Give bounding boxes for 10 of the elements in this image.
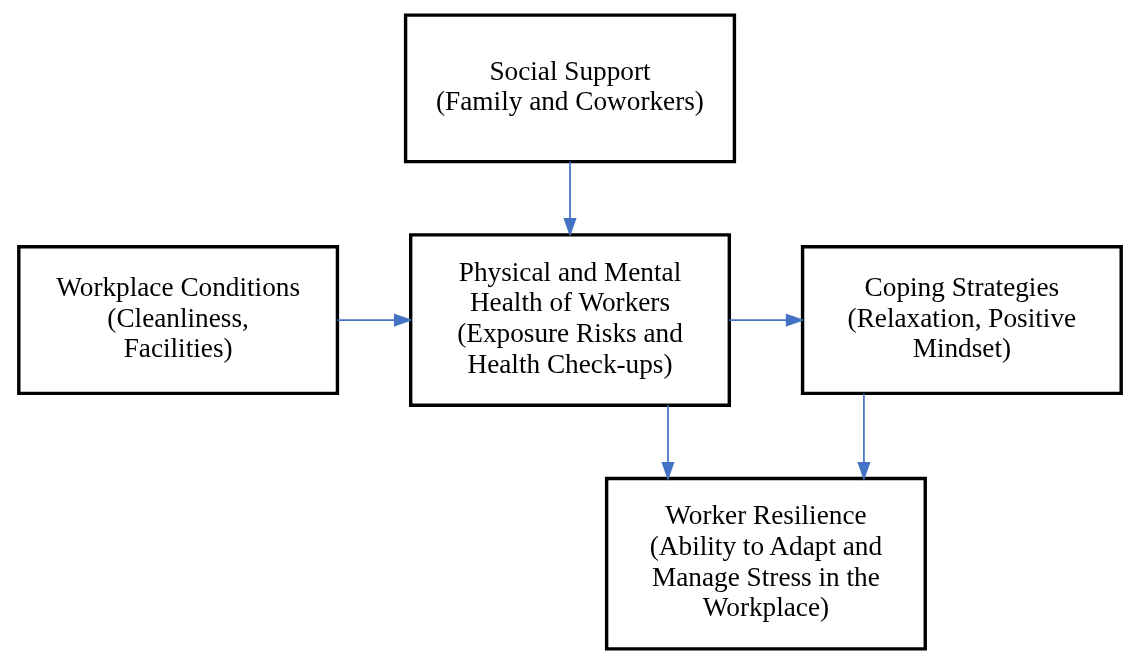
node-box: Coping Strategies (Relaxation, Positive Mindset): [800, 245, 1123, 396]
arrow: [336, 313, 413, 327]
arrow: [661, 404, 675, 481]
arrow: [728, 313, 805, 327]
node-box: Worker Resilience (Ability to Adapt and Manage Stress in the Workplace): [604, 476, 927, 651]
arrow: [563, 160, 577, 237]
arrow: [857, 392, 871, 481]
node-box: Physical and Mental Health of Workers (Exposure Risks and Health Check-ups): [409, 233, 731, 407]
node-box: Workplace Conditions (Cleanliness, Facilities): [17, 245, 340, 396]
node-box: Social Support (Family and Coworkers): [403, 13, 737, 164]
